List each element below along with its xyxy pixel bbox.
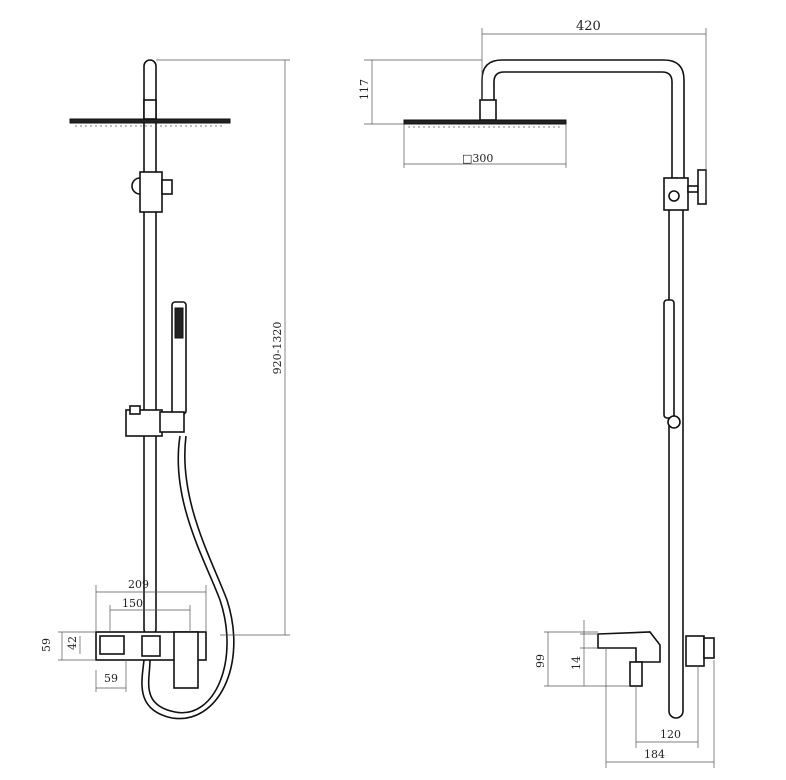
side-shower-head — [403, 99, 567, 128]
dim-mixer-width-total: 209 — [128, 578, 149, 591]
front-view: 920-1320 209 150 59 42 59 — [40, 59, 290, 720]
dim-mixer-inner-height: 42 — [66, 636, 79, 650]
dim-head-drop: 117 — [358, 79, 371, 100]
dim-head-size: □300 — [462, 152, 493, 165]
dim-side-total-depth: 184 — [644, 748, 665, 761]
dim-spout-depth: 120 — [660, 728, 681, 741]
side-hand-shower — [663, 299, 675, 419]
dim-mixer-height: 59 — [40, 638, 53, 652]
front-upper-diverter — [131, 171, 173, 213]
front-riser-pipe — [143, 59, 157, 636]
front-shower-head — [69, 99, 231, 127]
dim-arm-reach: 420 — [576, 19, 601, 34]
side-mixer — [597, 631, 715, 687]
front-slide-bracket — [125, 405, 185, 437]
dim-mixer-base: 59 — [104, 672, 118, 685]
dim-mixer-width-inner: 150 — [122, 597, 143, 610]
side-riser-pipe — [668, 177, 684, 719]
front-hose — [147, 435, 228, 714]
side-view: 420 117 □300 99 14 120 184 — [358, 19, 715, 768]
dim-side-height: 99 — [534, 654, 547, 668]
side-diverter — [663, 169, 707, 211]
front-mixer — [95, 631, 207, 689]
dim-height-range: 920-1320 — [271, 322, 284, 375]
dim-spout-height: 14 — [570, 656, 583, 670]
front-hand-shower — [171, 301, 187, 415]
side-arm — [481, 59, 685, 178]
